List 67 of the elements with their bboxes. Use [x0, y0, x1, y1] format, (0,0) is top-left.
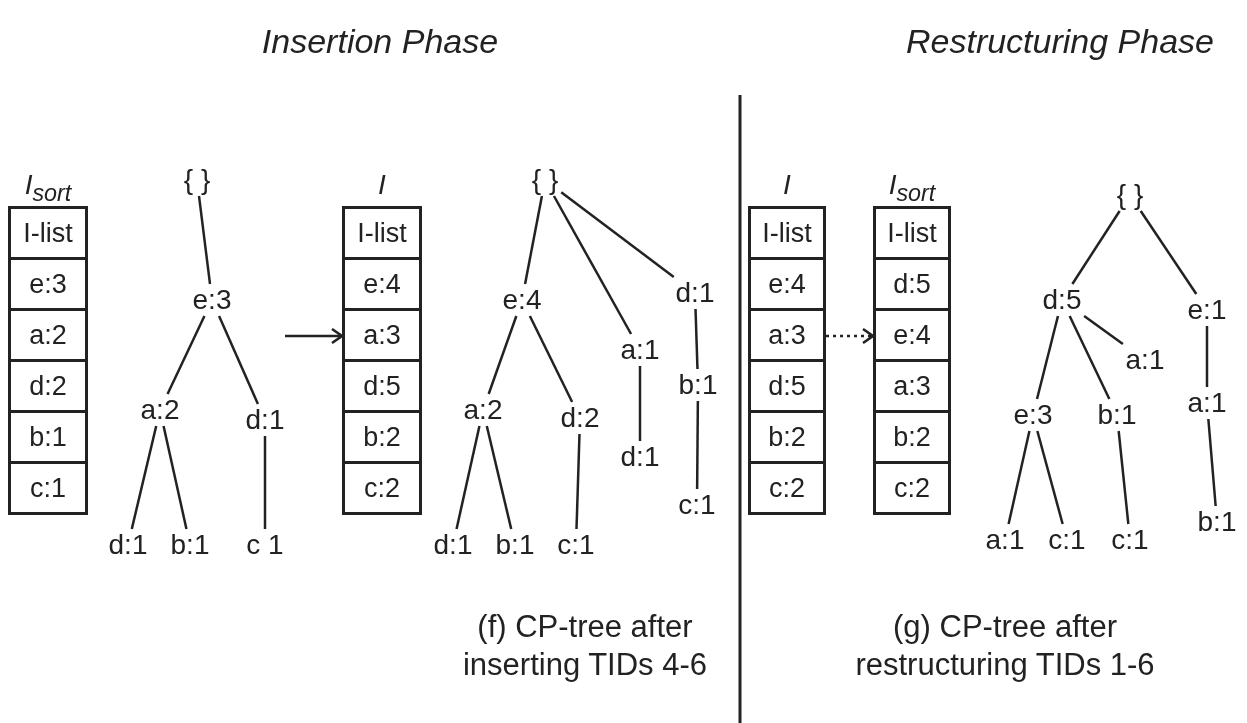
tree-node-label: e:3 [189, 284, 235, 316]
tree-node-label: b:1 [492, 529, 538, 561]
tree-node-label: d:1 [105, 529, 151, 561]
tree-edge [1007, 430, 1031, 525]
arrow [826, 327, 875, 345]
tree-edge [1207, 418, 1217, 507]
tree-edge [528, 315, 574, 403]
tree-node-label: c:1 [1108, 524, 1152, 556]
tree-edge [1071, 210, 1121, 285]
tree-node-label: e:4 [499, 284, 545, 316]
caption: (f) CP-tree after inserting TIDs 4-6 [461, 608, 709, 684]
tree-node-label: { } [180, 164, 214, 196]
caption: (g) CP-tree after restructuring TIDs 1-6 [854, 608, 1156, 684]
tree-node-label: c:1 [675, 489, 719, 521]
tree-node-label: { } [528, 164, 562, 196]
tree-node-label: { } [1113, 179, 1147, 211]
tree-node-label: d:2 [557, 402, 603, 434]
tree-node-label: e:3 [1010, 399, 1056, 431]
tree-node-label: b:1 [675, 369, 721, 401]
tree-node-label: a:2 [137, 394, 183, 426]
tree-node-label: d:1 [672, 277, 718, 309]
tree-edge [217, 315, 260, 405]
table-heading: I$_{sort}$ [887, 168, 937, 206]
tree-node-label: a:2 [460, 394, 506, 426]
tree-edge [1117, 430, 1130, 525]
tree-edge [1083, 315, 1124, 345]
tree-node-label: c:1 [554, 529, 598, 561]
section-title: Restructuring Phase [904, 22, 1215, 60]
section-title: Insertion Phase [260, 22, 500, 60]
tree-edge [638, 366, 642, 441]
tree-node-label: d:1 [242, 404, 288, 436]
tree-node-label: a:1 [617, 334, 663, 366]
tree-node-label: c 1 [243, 529, 287, 561]
tree-edge [560, 191, 675, 278]
tree-node-label: a:1 [1122, 344, 1168, 376]
tree-node-label: b:1 [1194, 506, 1240, 538]
tree-edge [1036, 430, 1064, 525]
tree-node-label: c:1 [1045, 524, 1089, 556]
tree-node-label: a:1 [982, 524, 1028, 556]
tree-edge [263, 436, 267, 529]
tree-node-label: d:1 [430, 529, 476, 561]
tree-edge [485, 425, 513, 530]
tree-edge [695, 401, 700, 489]
arrow [285, 327, 344, 345]
tree-edge [1035, 315, 1060, 400]
tree-edge [1139, 210, 1198, 295]
tree-node-label: b:1 [167, 529, 213, 561]
tree-edge [487, 315, 518, 395]
tree-edge [1068, 315, 1111, 400]
tree-node-label: d:5 [1039, 284, 1085, 316]
tree-node-label: b:1 [1094, 399, 1140, 431]
tree-node-label: d:1 [617, 441, 663, 473]
tree-edge [166, 315, 206, 395]
tree-edge [197, 195, 212, 285]
table-heading: I [377, 168, 387, 202]
tree-edge [162, 425, 188, 530]
tree-edge [523, 195, 544, 285]
tree-edge [455, 425, 481, 530]
tree-edge [130, 425, 158, 530]
tree-node-label: e:1 [1184, 294, 1230, 326]
tree-edge [1205, 326, 1209, 387]
table-heading: I$_{sort}$ [23, 168, 73, 206]
tree-node-label: a:1 [1184, 387, 1230, 419]
tree-edge [575, 433, 581, 530]
tree-edge [694, 308, 699, 370]
table-heading: I [782, 168, 792, 202]
tree-edge [552, 195, 633, 335]
